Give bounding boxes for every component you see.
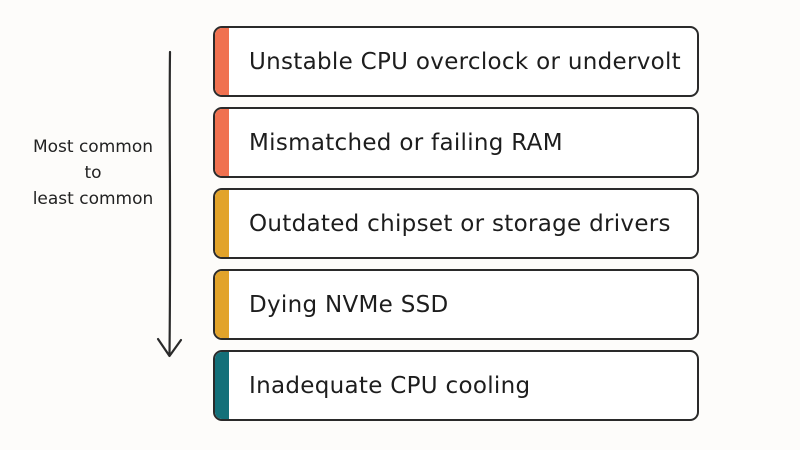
down-arrow-icon bbox=[156, 50, 183, 358]
cause-accent-3 bbox=[215, 190, 229, 257]
cause-accent-4 bbox=[215, 271, 229, 338]
cause-label-3: Outdated chipset or storage drivers bbox=[249, 210, 671, 237]
cause-accent-5 bbox=[215, 352, 229, 419]
cause-label-4: Dying NVMe SSD bbox=[249, 291, 449, 318]
axis-label-line-2: to bbox=[84, 163, 102, 183]
cause-item-4: Dying NVMe SSD bbox=[213, 269, 699, 340]
axis-label-line-1: Most common bbox=[32, 137, 154, 157]
cause-item-5: Inadequate CPU cooling bbox=[213, 350, 699, 421]
cause-label-2: Mismatched or failing RAM bbox=[249, 129, 563, 156]
cause-accent-1 bbox=[215, 28, 229, 95]
cause-item-3: Outdated chipset or storage drivers bbox=[213, 188, 699, 259]
cause-item-1: Unstable CPU overclock or undervolt bbox=[213, 26, 699, 97]
cause-list: Unstable CPU overclock or undervolt Mism… bbox=[213, 26, 699, 421]
cause-label-1: Unstable CPU overclock or undervolt bbox=[249, 48, 681, 75]
cause-label-5: Inadequate CPU cooling bbox=[249, 372, 531, 399]
cause-accent-2 bbox=[215, 109, 229, 176]
axis-label: Most common to least common bbox=[18, 134, 168, 212]
cause-item-2: Mismatched or failing RAM bbox=[213, 107, 699, 178]
axis-label-line-3: least common bbox=[32, 189, 154, 209]
